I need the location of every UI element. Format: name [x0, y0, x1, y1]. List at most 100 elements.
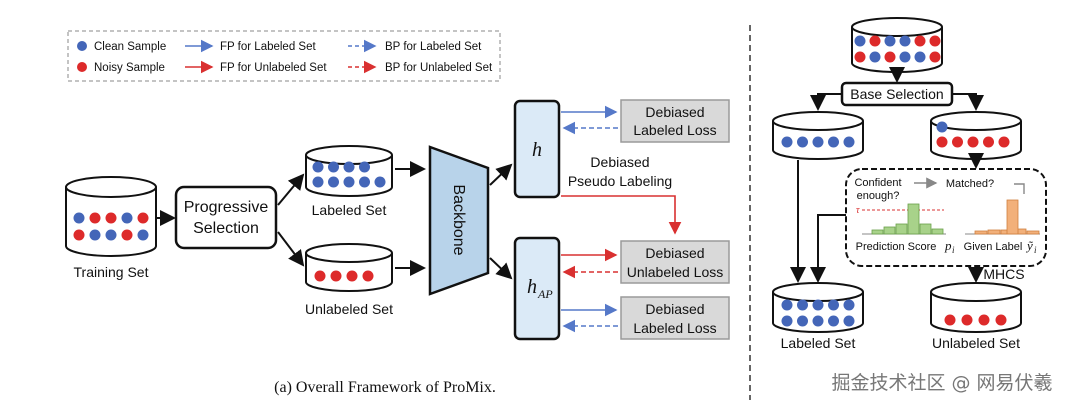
clean-sample-dot — [89, 229, 101, 241]
progressive-selection-line1: Progressive — [184, 199, 269, 216]
clean-sample-dot — [797, 136, 808, 148]
clean-sample-dot — [73, 212, 85, 224]
matched-connector-right — [1014, 183, 1025, 194]
unlabeled-set-cylinder — [305, 243, 393, 292]
loss-unlabeled-line2: Unlabeled Loss — [627, 264, 724, 280]
legend-bp-unlabeled: BP for Unlabeled Set — [385, 62, 493, 74]
noisy-sample-dot — [967, 136, 979, 148]
clean-sample-dot — [828, 315, 839, 327]
given-label-bar — [974, 230, 988, 235]
loss-labeled-1-line2: Labeled Loss — [633, 122, 716, 138]
prediction-score-var: p — [944, 238, 952, 253]
arrow-base-to-left — [810, 93, 842, 111]
clean-sample-dot — [812, 136, 824, 148]
given-label-var: ỹ — [1025, 238, 1034, 253]
noisy-sample-dot — [854, 51, 866, 63]
progressive-selection-line2: Selection — [193, 220, 259, 237]
noisy-sample-dot — [884, 51, 896, 63]
final-labeled-set-label: Labeled Set — [781, 335, 856, 351]
prediction-score-bar — [895, 223, 908, 235]
top-data-cylinder — [851, 17, 943, 73]
prediction-score-bar — [931, 228, 944, 235]
noisy-sample-dot — [936, 136, 948, 148]
clean-sample-dot — [312, 161, 324, 173]
prediction-score-bar — [907, 203, 920, 235]
prediction-score-chart: τ — [856, 203, 946, 235]
noisy-sample-dot — [983, 136, 994, 148]
clean-sample-dot — [914, 51, 926, 63]
given-label-sub: i — [1034, 245, 1037, 255]
mhcs-panel: Base Selection Confident enough? Matched… — [772, 17, 1053, 394]
legend: Clean Sample Noisy Sample FP for Labeled… — [67, 30, 501, 82]
final-unlabeled-set-label: Unlabeled Set — [932, 335, 1020, 351]
arrow-to-labeled-set — [277, 173, 305, 206]
prediction-score-label: Prediction Score — [856, 241, 937, 253]
noisy-sample-dot — [314, 270, 326, 282]
clean-sample-dot — [812, 315, 824, 327]
mhcs-label: MHCS — [983, 266, 1024, 282]
loss-unlabeled-line1: Debiased — [645, 245, 704, 261]
head-h — [513, 99, 561, 199]
clean-sample-dot — [843, 136, 855, 148]
clean-sample-dot — [781, 136, 793, 148]
pseudo-labeling-arrow — [561, 195, 682, 235]
prediction-score-bar — [871, 229, 884, 235]
loss-labeled-box-1 — [620, 99, 730, 143]
given-label-peak-bar — [1006, 199, 1019, 235]
clean-sample-dot — [312, 176, 324, 188]
final-unlabeled-cylinder — [930, 282, 1022, 333]
legend-noisy: Noisy Sample — [94, 62, 165, 74]
clean-sample-dot — [797, 315, 808, 327]
loss-labeled-box-2 — [620, 296, 730, 340]
legend-bp-labeled: BP for Labeled Set — [385, 41, 482, 53]
noisy-sample-dot — [869, 35, 881, 47]
clean-sample-dot — [843, 299, 855, 311]
clean-sample-dot — [781, 315, 793, 327]
head-h-label: h — [532, 139, 542, 161]
clean-sample-dot — [121, 212, 133, 224]
clean-sample-dot — [869, 51, 881, 63]
arrow-backbone-to-h — [489, 163, 513, 186]
clean-sample-dot — [936, 121, 948, 133]
clean-sample-dot — [812, 299, 824, 311]
noisy-sample-dot — [978, 314, 990, 326]
loss-labeled-1-line1: Debiased — [645, 104, 704, 120]
legend-frame — [67, 30, 501, 82]
given-label-chart — [965, 199, 1040, 235]
noisy-sample-dot — [121, 229, 133, 241]
given-label-bar — [1026, 230, 1040, 235]
pseudo-labeling-line1: Debiased — [590, 154, 649, 170]
pseudo-labeling-line2: Pseudo Labeling — [568, 173, 672, 189]
noisy-sample-dot — [944, 314, 956, 326]
clean-sample-dot — [343, 161, 355, 173]
clean-sample-dot — [884, 35, 896, 47]
clean-sample-dot — [899, 51, 911, 63]
clean-sample-dot — [359, 176, 370, 188]
noisy-sample-dot — [346, 270, 358, 282]
confident-line2: enough? — [857, 190, 900, 202]
clean-sample-dot — [899, 35, 911, 47]
clean-sample-dot — [797, 299, 808, 311]
head-hap-label: h — [527, 276, 537, 298]
training-set-cylinder — [65, 176, 157, 257]
training-set-label: Training Set — [74, 264, 149, 280]
clean-sample-dot — [328, 176, 339, 188]
noisy-sample-swatch — [77, 62, 87, 72]
prediction-score-bar — [919, 223, 932, 235]
clean-sample-dot — [854, 35, 866, 47]
final-labeled-cylinder — [772, 282, 864, 333]
legend-fp-unlabeled: FP for Unlabeled Set — [220, 62, 327, 74]
legend-fp-labeled: FP for Labeled Set — [220, 41, 316, 53]
given-label-label: Given Label — [964, 241, 1023, 253]
clean-sample-swatch — [77, 41, 87, 51]
matched-label: Matched? — [946, 178, 994, 190]
confident-line1: Confident — [854, 177, 901, 189]
unlabeled-set-label: Unlabeled Set — [305, 301, 393, 317]
clean-sample-dot — [843, 315, 855, 327]
noisy-sample-dot — [952, 136, 963, 148]
mhcs-box — [845, 168, 1047, 267]
given-label-bar — [987, 229, 1001, 235]
noisy-sample-dot — [105, 212, 117, 224]
clean-sample-dot — [137, 229, 149, 241]
